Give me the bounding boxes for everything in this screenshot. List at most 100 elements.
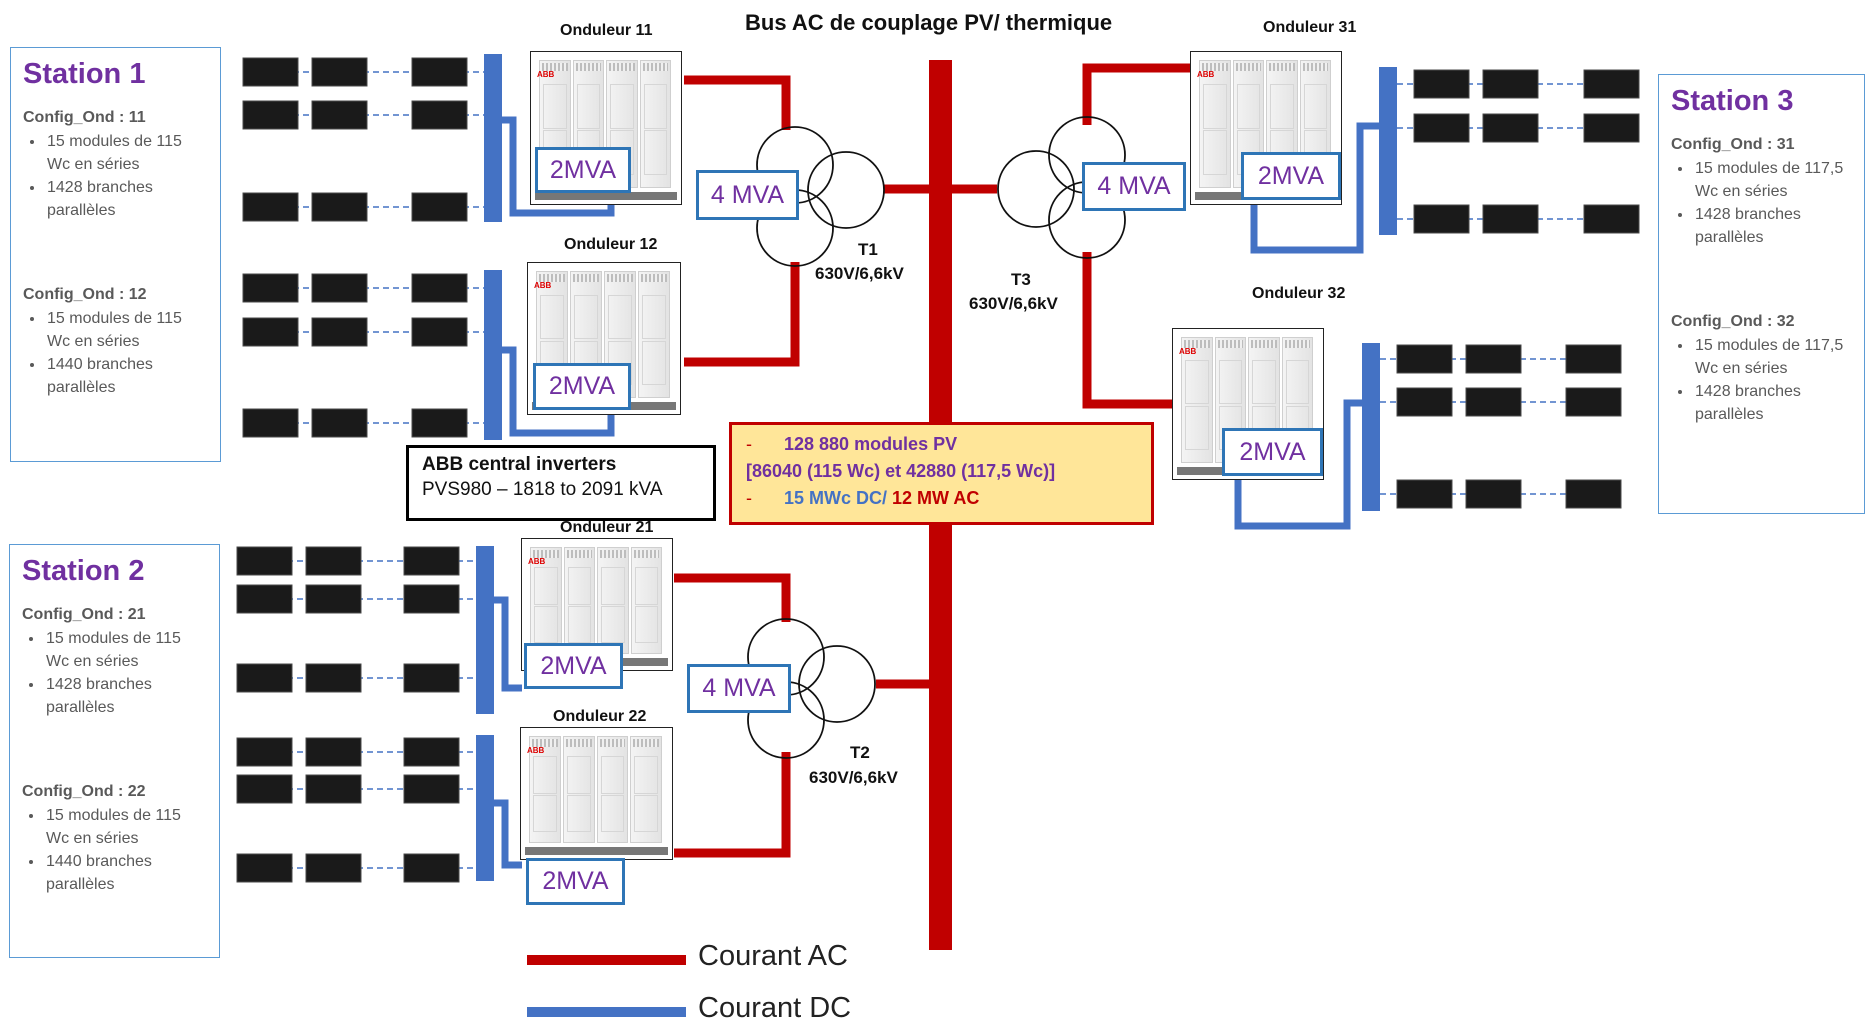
pv-module	[243, 101, 298, 129]
config-title: Config_Ond : 11	[23, 109, 208, 127]
pv-module	[1584, 205, 1639, 233]
inverter-32-rating: 2MVA	[1222, 428, 1323, 476]
pv-module	[312, 101, 367, 129]
pv-module	[1566, 345, 1621, 373]
config-ond-11: Config_Ond : 11 15 modules de 115 Wc en …	[23, 109, 208, 222]
inverter-cabinet	[630, 736, 662, 843]
inverter-vent	[566, 739, 592, 747]
pv-module	[412, 58, 467, 86]
pv-module	[1584, 70, 1639, 98]
inverter-door	[1286, 360, 1310, 404]
inverter-door	[540, 295, 564, 340]
station-title: Station 2	[22, 555, 207, 588]
summary-module-count: 128 880 modules PV	[784, 434, 957, 454]
inverter-vent	[600, 739, 626, 747]
pv-module	[312, 409, 367, 437]
abb-note-title: ABB central inverters	[422, 454, 700, 476]
inverter-vent	[573, 274, 599, 282]
pv-module	[312, 318, 367, 346]
inverter-door	[601, 567, 625, 605]
config-title: Config_Ond : 21	[22, 606, 207, 624]
config-ond-31: Config_Ond : 31 15 modules de 117,5 Wc e…	[1671, 136, 1852, 249]
inverter-door	[1270, 84, 1294, 129]
station-title: Station 1	[23, 58, 208, 91]
inverter-door	[1203, 130, 1227, 175]
pv-module	[1483, 205, 1538, 233]
summary-ac-power: 12 MW AC	[887, 488, 979, 508]
inverter-door	[634, 756, 658, 794]
dc-bar-ond31	[1379, 67, 1397, 235]
config-item: 15 modules de 115 Wc en séries	[45, 307, 208, 353]
inverter-door	[568, 606, 592, 644]
pv-module	[404, 854, 459, 882]
pv-module	[1397, 480, 1452, 508]
station-1-panel: Station 1 Config_Ond : 11 15 modules de …	[10, 47, 221, 462]
t3-rating: 4 MVA	[1082, 162, 1186, 211]
inverter-vent	[634, 550, 660, 558]
inverter-vent	[633, 739, 659, 747]
inverter-door	[635, 567, 659, 605]
inverter-31-rating: 2MVA	[1241, 152, 1341, 200]
inverter-label-22: Onduleur 22	[553, 708, 646, 726]
config-ond-22: Config_Ond : 22 15 modules de 115 Wc en …	[22, 783, 207, 896]
inverter-label-21: Onduleur 21	[560, 519, 653, 537]
pv-module	[1466, 345, 1521, 373]
pv-module	[243, 58, 298, 86]
pv-module	[243, 318, 298, 346]
pv-module	[306, 547, 361, 575]
t2-rating: 4 MVA	[687, 664, 791, 713]
dc-bar-ond32	[1362, 343, 1380, 511]
abb-logo-icon: ABB	[537, 70, 554, 79]
inverter-cabinet	[631, 547, 663, 654]
ac-wire-ond11	[684, 80, 786, 130]
inverter-door	[634, 795, 658, 833]
inverter-base	[525, 847, 668, 855]
ac-wire-ond12	[684, 262, 795, 362]
inverter-door	[533, 795, 557, 833]
legend-dc-label: Courant DC	[698, 992, 851, 1025]
pv-module	[237, 585, 292, 613]
config-item: 1428 branches parallèles	[44, 673, 207, 719]
config-ond-32: Config_Ond : 32 15 modules de 117,5 Wc e…	[1671, 313, 1852, 426]
config-item: 15 modules de 115 Wc en séries	[44, 804, 207, 850]
config-item: 1440 branches parallèles	[44, 850, 207, 896]
inverter-door	[601, 795, 625, 833]
inverter-cabinet	[597, 547, 629, 654]
dc-bar-ond22	[476, 735, 494, 881]
pv-module	[1414, 205, 1469, 233]
inverter-cabinet	[564, 547, 596, 654]
inverter-door	[567, 756, 591, 794]
inverter-door	[601, 606, 625, 644]
inverter-vent	[1303, 63, 1329, 71]
inverter-label-11: Onduleur 11	[560, 22, 652, 40]
inverter-vent	[1236, 63, 1262, 71]
pv-module	[237, 775, 292, 803]
inverter-vent	[1285, 340, 1311, 348]
config-title: Config_Ond : 12	[23, 286, 208, 304]
pv-module	[306, 854, 361, 882]
pv-module	[237, 547, 292, 575]
abb-logo-icon: ABB	[527, 746, 544, 755]
pv-module	[237, 854, 292, 882]
pv-module	[312, 58, 367, 86]
inverter-label-31: Onduleur 31	[1263, 19, 1356, 37]
config-title: Config_Ond : 32	[1671, 313, 1852, 331]
inverter-door	[534, 606, 558, 644]
pv-module	[237, 664, 292, 692]
dc-bar-ond12	[484, 270, 502, 440]
t1-voltage: 630V/6,6kV	[815, 264, 904, 284]
inverter-base	[535, 192, 677, 200]
inverter-vent	[600, 550, 626, 558]
ac-wire-ond21	[674, 578, 786, 622]
config-ond-21: Config_Ond : 21 15 modules de 115 Wc en …	[22, 606, 207, 719]
t1-name: T1	[858, 240, 878, 260]
ac-wire-ond22	[674, 752, 786, 853]
pv-module	[237, 738, 292, 766]
inverter-door	[608, 295, 632, 340]
inverter-vent	[609, 63, 635, 71]
inverter-door	[543, 84, 567, 129]
inverter-22-rating: 2MVA	[526, 858, 625, 905]
pv-module	[404, 664, 459, 692]
inverter-cabinet	[638, 271, 670, 398]
